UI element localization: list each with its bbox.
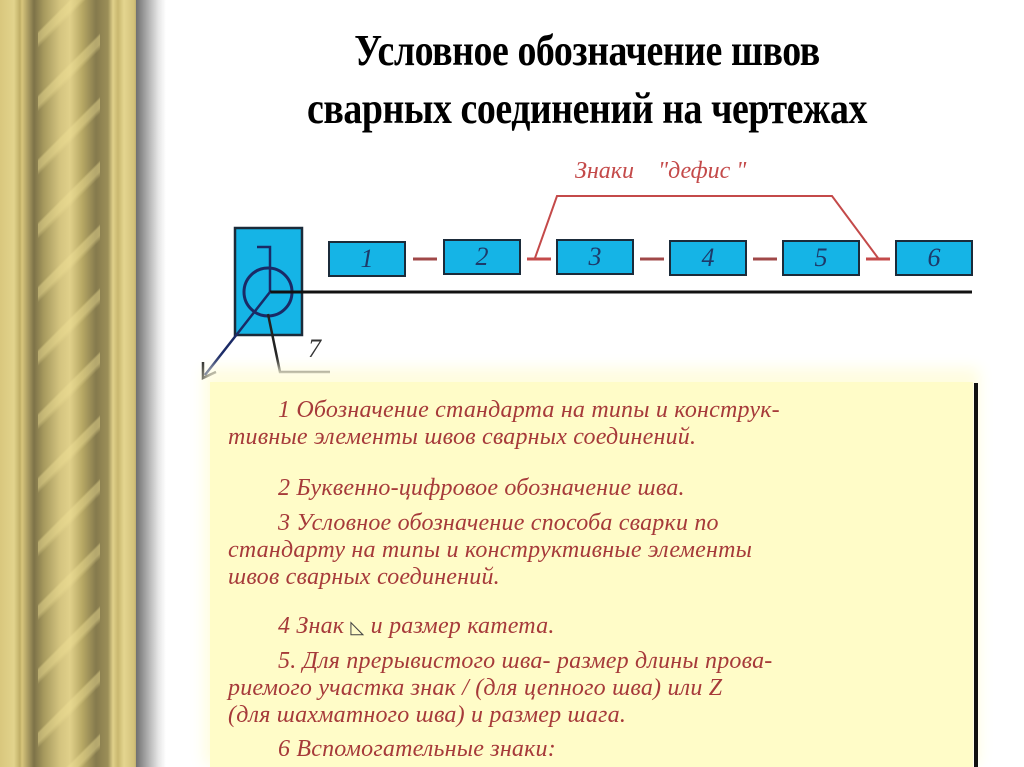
hyphen-label-bracket [534, 195, 879, 259]
legend-item-5-line-3: (для шахматного шва) и размер шага. [228, 702, 627, 728]
field-box-2: 2 [443, 239, 521, 275]
legend-item-1-line-1: 1 Обозначение стандарта на типы и констр… [278, 397, 780, 423]
legend-item-3-line-1: 3 Условное обозначение способа сварки по [278, 510, 719, 536]
all-around-circle-icon [242, 266, 294, 318]
field-box-4: 4 [669, 240, 747, 276]
decorative-column-stripes [38, 0, 100, 767]
legend-panel: 1 Обозначение стандарта на типы и констр… [210, 382, 973, 767]
legend-item-6: 6 Вспомогательные знаки: [278, 736, 556, 762]
title-line-2: сварных соединений на чертежах [307, 84, 867, 133]
weld-location-box [233, 226, 304, 337]
field-box-5: 5 [782, 240, 860, 276]
title-line-1: Условное обозначение швов [354, 26, 820, 75]
legend-item-3-line-3: швов сварных соединений. [228, 564, 500, 590]
fillet-weld-sign-icon: ◺ [350, 617, 365, 637]
field-box-6: 6 [895, 240, 973, 276]
field-box-3: 3 [556, 239, 634, 275]
callout-7-line [266, 313, 330, 374]
legend-item-5-line-2: риемого участка знак / (для цепного шва)… [228, 675, 723, 701]
legend-right-border [974, 383, 978, 767]
column-shadow [136, 0, 166, 767]
decorative-gold-column [0, 0, 136, 767]
callout-label-7: 7 [308, 334, 321, 363]
legend-item-5-line-1: 5. Для прерывистого шва- размер длины пр… [278, 648, 773, 674]
hyphen-signs-label: Знаки "дефис " [575, 158, 747, 184]
legend-item-1-line-2: тивные элементы швов сварных соединений. [228, 424, 697, 450]
leader-line [204, 291, 271, 376]
slide-title: Условное обозначение швов сварных соедин… [211, 22, 963, 138]
legend-item-2: 2 Буквенно-цифровое обозначение шва. [278, 475, 685, 501]
field-box-1: 1 [328, 241, 406, 277]
arrow-head-icon [201, 362, 217, 380]
legend-item-4: 4 Знак ◺ и размер катета. [278, 613, 555, 639]
legend-item-3-line-2: стандарту на типы и конструктивные элеме… [228, 537, 753, 563]
